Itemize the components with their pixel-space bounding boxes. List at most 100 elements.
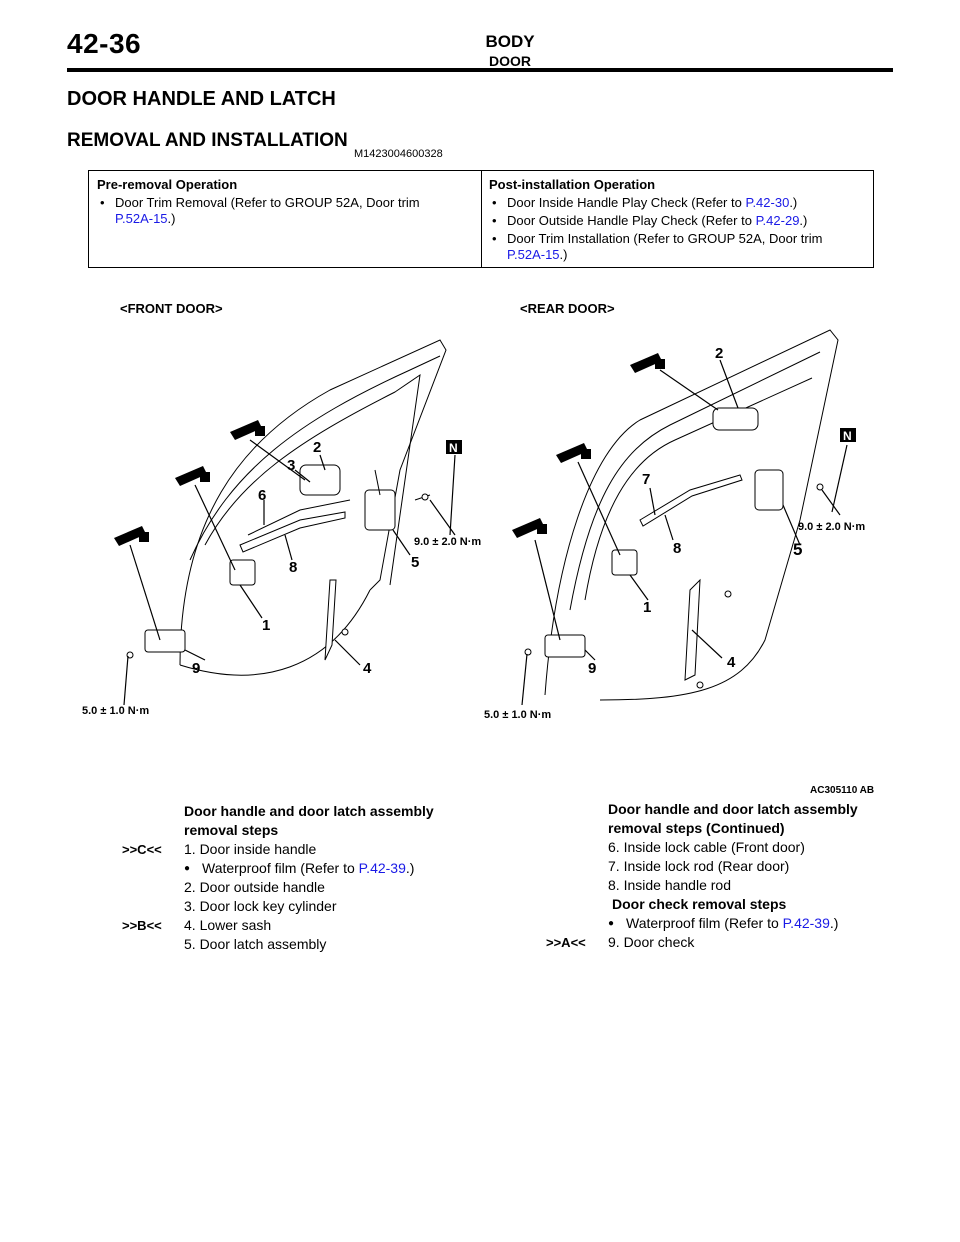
pre-removal-title: Pre-removal Operation [97,177,238,192]
post-item-text: Door Inside Handle Play Check (Refer to [507,195,746,210]
rear-leader-lines [521,359,848,706]
grease-gun-icon [114,420,265,546]
step-row: 8. Inside handle rod [608,876,908,895]
step-row: ● Waterproof film (Refer to P.42-39.) [608,914,908,933]
front-door-parts [126,464,431,661]
step-text: 2. Door outside handle [184,879,325,895]
callout-1: 1 [262,617,270,634]
step-ref-c[interactable]: >>C<< [122,842,162,857]
callout-1: 1 [643,599,651,616]
post-installation-column: Post-installation Operation • Door Insid… [489,177,869,263]
front-leader-lines [123,439,456,706]
grease-gun-icon [512,353,665,538]
bullet-icon: • [492,195,497,210]
step-row: >>A<< 9. Door check [546,933,908,952]
post-item: • Door Inside Handle Play Check (Refer t… [489,195,869,211]
steps-left: Door handle and door latch assembly remo… [122,802,484,954]
page-number: 42-36 [67,28,142,59]
step-text: 9. Door check [608,934,695,950]
step-row: >>C<< 1. Door inside handle [122,840,484,859]
waterproof-item: Waterproof film (Refer to P.42-39.) [626,915,839,931]
pre-removal-tail: .) [167,211,176,226]
new-part-badge [446,440,462,454]
front-callouts: 2 3 6 8 1 9 4 5 [192,439,419,677]
step-row: >>B<< 4. Lower sash [122,916,484,935]
bullet-icon: • [492,213,497,228]
callout-9: 9 [192,660,200,677]
pre-removal-item: • Door Trim Removal (Refer to GROUP 52A,… [97,195,477,227]
step-row: 2. Door outside handle [184,878,484,897]
post-item: • Door Outside Handle Play Check (Refer … [489,213,869,229]
front-door-label: <FRONT DOOR> [120,301,223,316]
step-row: ● Waterproof film (Refer to P.42-39.) [184,859,484,878]
subsection-title: DOOR [489,53,531,69]
callout-2: 2 [313,439,321,456]
new-part-badge-text: N [449,441,458,455]
operations-box: Pre-removal Operation • Door Trim Remova… [88,170,874,268]
callout-5: 5 [411,554,419,571]
door-check-title: Door check removal steps [612,896,787,912]
callout-3: 3 [287,457,295,474]
post-item-link[interactable]: P.42-29 [755,213,800,228]
header-rule [67,68,893,72]
step-text: 1. Door inside handle [184,841,317,857]
step-row: 5. Door latch assembly [184,935,484,954]
step-row: 7. Inside lock rod (Rear door) [608,857,908,876]
waterproof-link[interactable]: P.42-39 [358,860,406,876]
step-text: 4. Lower sash [184,917,272,933]
callout-6: 6 [258,487,266,504]
page-title: DOOR HANDLE AND LATCH [67,88,336,110]
post-item-text: Door Trim Installation (Refer to GROUP 5… [507,231,823,246]
front-check-torque: 5.0 ± 1.0 N·m [82,705,149,717]
pre-removal-link[interactable]: P.52A-15 [115,211,168,226]
document-id: M1423004600328 [354,148,443,160]
door-diagram: <FRONT DOOR> <REAR DOOR> [82,301,874,796]
step-ref-a[interactable]: >>A<< [546,935,586,950]
waterproof-link[interactable]: P.42-39 [782,915,830,931]
step-text: 3. Door lock key cylinder [184,898,337,914]
step-row: 3. Door lock key cylinder [184,897,484,916]
post-item: • Door Trim Installation (Refer to GROUP… [489,231,869,263]
callout-5: 5 [793,540,802,559]
post-item-text: Door Outside Handle Play Check (Refer to [507,213,756,228]
rear-door-label: <REAR DOOR> [520,301,615,316]
rear-latch-torque: 9.0 ± 2.0 N·m [798,521,865,533]
step-text: 8. Inside handle rod [608,877,731,893]
front-door-outline [179,339,447,676]
callout-4: 4 [363,660,372,677]
step-text: 6. Inside lock cable (Front door) [608,839,805,855]
post-item-link[interactable]: P.52A-15 [507,247,560,262]
rear-callouts: 2 7 8 1 9 4 5 [588,345,802,677]
callout-7: 7 [642,471,650,488]
steps-left-title-2: removal steps [184,822,279,838]
steps-left-title: Door handle and door latch assembly [184,803,434,819]
post-item-tail: .) [789,195,798,210]
steps-right-title-2: removal steps (Continued) [608,820,785,836]
callout-4: 4 [727,654,736,671]
step-ref-b[interactable]: >>B<< [122,918,162,933]
bullet-icon: • [492,231,497,246]
front-latch-torque: 9.0 ± 2.0 N·m [414,536,481,548]
post-item-tail: .) [559,247,568,262]
rear-door-outline [544,329,839,701]
pre-removal-column: Pre-removal Operation • Door Trim Remova… [97,177,477,227]
post-item-tail: .) [799,213,808,228]
bullet-icon: ● [184,863,191,874]
callout-8: 8 [673,540,681,557]
waterproof-item: Waterproof film (Refer to P.42-39.) [202,860,415,876]
callout-8: 8 [289,559,297,576]
step-row: 6. Inside lock cable (Front door) [608,838,908,857]
new-part-badge-text: N [843,429,852,443]
callout-9: 9 [588,660,596,677]
figure-id: AC305110 AB [810,785,874,796]
bullet-icon: ● [608,918,615,929]
new-part-badge [840,428,856,442]
step-text: 7. Inside lock rod (Rear door) [608,858,790,874]
post-item-link[interactable]: P.42-30 [745,195,790,210]
post-installation-title: Post-installation Operation [489,177,656,192]
step-text: 5. Door latch assembly [184,936,327,952]
page-subtitle: REMOVAL AND INSTALLATION [67,130,348,151]
bullet-icon: • [100,195,105,210]
callout-2: 2 [715,345,723,362]
pre-removal-text: Door Trim Removal (Refer to GROUP 52A, D… [115,195,420,210]
